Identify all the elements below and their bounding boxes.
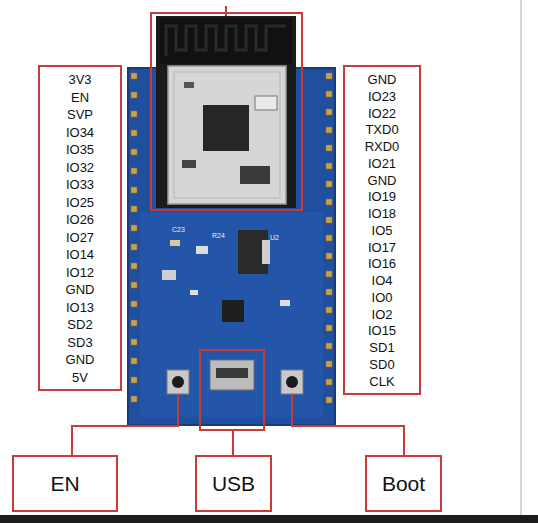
pin-name: SVP: [67, 108, 93, 121]
pin-name: IO0: [372, 291, 393, 304]
pin-name: SD2: [67, 318, 92, 331]
pin-name: 3V3: [68, 73, 91, 86]
pin-name: IO32: [66, 161, 94, 174]
silkscreen-label: C23: [172, 226, 185, 233]
pin-name: IO14: [66, 248, 94, 261]
pin-name: GND: [368, 174, 397, 187]
pin-name: GND: [66, 353, 95, 366]
callout-box: EN: [12, 455, 118, 512]
pin-name: IO27: [66, 231, 94, 244]
pin-name: IO26: [66, 213, 94, 226]
pin-name: IO21: [368, 157, 396, 170]
pin-name: GND: [66, 283, 95, 296]
pin-name: CLK: [369, 375, 394, 388]
callout-text: EN: [50, 473, 79, 494]
pin-name: IO15: [368, 324, 396, 337]
pin-name: SD0: [369, 358, 394, 371]
pin-name: TXD0: [365, 123, 398, 136]
pin-name: IO22: [368, 107, 396, 120]
pin-name: IO5: [372, 224, 393, 237]
pin-name: IO33: [66, 178, 94, 191]
pin-name: IO35: [66, 143, 94, 156]
pin-name: IO12: [66, 266, 94, 279]
pin-name: IO2: [372, 308, 393, 321]
pin-name: GND: [368, 73, 397, 86]
pin-name: SD3: [67, 336, 92, 349]
callout-box: Boot: [365, 455, 442, 512]
pin-name: IO25: [66, 196, 94, 209]
pin-name: SD1: [369, 341, 394, 354]
pin-name: IO16: [368, 257, 396, 270]
pin-name: IO4: [372, 274, 393, 287]
pin-list-box: 3V3EN SVP IO34IO35IO32IO33IO25IO26IO27IO14…: [38, 65, 122, 391]
pin-name: EN: [71, 91, 89, 104]
callout-box: USB: [195, 455, 272, 512]
pin-name: IO23: [368, 90, 396, 103]
pin-name: RXD0: [365, 140, 400, 153]
pin-name: IO13: [66, 301, 94, 314]
pin-list-box: GNDIO23IO22TXD0RXD0IO21GNDIO19IO18IO5IO1…: [343, 65, 421, 395]
pin-name: IO17: [368, 241, 396, 254]
callout-text: Boot: [382, 473, 425, 494]
silkscreen-label: R24: [212, 232, 225, 239]
pin-name: IO19: [368, 190, 396, 203]
callout-text: USB: [212, 473, 255, 494]
pin-name: 5V: [72, 371, 88, 384]
pin-name: IO34: [66, 126, 94, 139]
silkscreen-label: U2: [270, 234, 279, 241]
pin-name: IO18: [368, 207, 396, 220]
